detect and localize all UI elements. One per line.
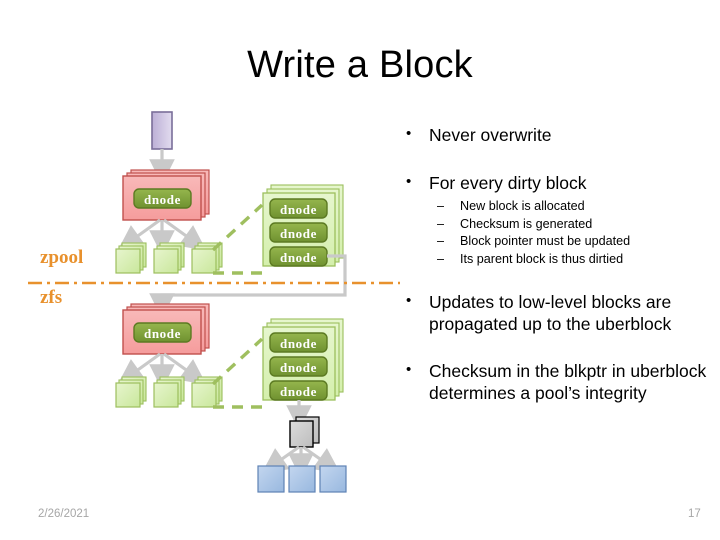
slide-number: 17: [688, 508, 701, 520]
uberblock-shape: [151, 111, 173, 150]
upper-green-block-2: [153, 242, 185, 274]
lower-dnode-label-3: dnode: [280, 384, 317, 399]
lower-green-block-2: [153, 376, 185, 408]
arrow-data-block-3: [302, 445, 341, 474]
sub-bullet-item-2: Checksum is generated: [429, 216, 708, 234]
lower-dnode-label-1: dnode: [280, 336, 317, 351]
upper-dnode-label-2: dnode: [280, 226, 317, 241]
zfs-write-diagram: dnode dnode dnode dnode dnode dnode dnod…: [28, 111, 400, 493]
arrow-upper-child-1: [117, 218, 161, 251]
lower-parent-dnode-label: dnode: [144, 326, 181, 341]
lower-dnode-pill-2: [269, 356, 328, 377]
sub-bullet-list: New block is allocated Checksum is gener…: [400, 198, 708, 268]
upper-green-block-1: [115, 242, 147, 274]
arrow-lower-child-1: [117, 352, 161, 385]
upper-dnode-pill-1: [269, 198, 328, 219]
layer-label-zpool: zpool: [40, 247, 84, 268]
layer-label-zfs: zfs: [40, 287, 63, 308]
arrow-data-block-1: [261, 445, 300, 474]
upper-dnode-pill-2: [269, 222, 328, 243]
arrow-upper-child-3: [163, 218, 207, 251]
lower-dnode-label-2: dnode: [280, 360, 317, 375]
upper-parent-dnode-pill: [133, 188, 192, 209]
diagram-svg: [28, 111, 400, 493]
gray-block-stack: [289, 416, 320, 448]
upper-expand-line-diagonal: [211, 203, 264, 252]
bullet-list: Never overwrite For every dirty block Ne…: [400, 123, 708, 404]
lower-green-block-1: [115, 376, 147, 408]
upper-parent-dnode-label: dnode: [144, 192, 181, 207]
lower-dnode-pill-1: [269, 332, 328, 353]
data-block-2: [288, 465, 316, 493]
bullet-item-4: Checksum in the blkptr in uberblock dete…: [400, 359, 708, 404]
upper-dnode-label-1: dnode: [280, 202, 317, 217]
arrow-upper-dnode-to-lower-block: [149, 254, 347, 319]
lower-expand-line-diagonal: [211, 337, 264, 386]
arrow-lower-child-3: [163, 352, 207, 385]
bullet-item-2: For every dirty block: [400, 171, 708, 194]
slide-date: 2/26/2021: [38, 508, 90, 520]
upper-dnode-label-3: dnode: [280, 250, 317, 265]
sub-bullet-item-4: Its parent block is thus dirtied: [429, 251, 708, 269]
page-title: Write a Block: [247, 44, 473, 86]
data-block-1: [257, 465, 285, 493]
lower-parent-dnode-pill: [133, 322, 192, 343]
sub-bullet-item-1: New block is allocated: [429, 198, 708, 216]
sub-bullet-item-3: Block pointer must be updated: [429, 233, 708, 251]
data-block-3: [319, 465, 347, 493]
bullet-item-3: Updates to low-level blocks are propagat…: [400, 290, 708, 335]
bullet-item-1: Never overwrite: [400, 123, 708, 146]
